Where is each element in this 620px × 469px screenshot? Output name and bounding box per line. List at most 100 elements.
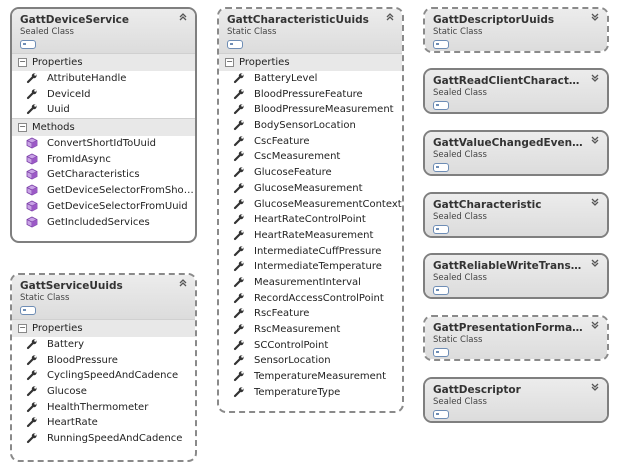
property-item[interactable]: BodySensorLocation: [219, 118, 402, 134]
inheritance-marker-icon: [433, 348, 449, 357]
expand-chevron-icon[interactable]: [589, 320, 601, 333]
method-item[interactable]: GetDeviceSelectorFromUuid: [12, 199, 195, 215]
property-item[interactable]: IntermediateCuffPressure: [219, 244, 402, 260]
member-name: HeartRateControlPoint: [254, 214, 366, 226]
property-wrench-icon: [233, 339, 245, 351]
expand-chevron-icon[interactable]: [589, 12, 601, 25]
collapse-chevron-icon[interactable]: [177, 12, 189, 25]
expand-chevron-icon[interactable]: [589, 258, 601, 271]
property-wrench-icon: [233, 135, 245, 147]
member-name: TemperatureType: [254, 386, 341, 398]
class-kind: Sealed Class: [433, 150, 487, 160]
property-wrench-icon: [233, 370, 245, 382]
class-kind: Static Class: [433, 27, 483, 37]
collapse-section-icon[interactable]: −: [18, 121, 27, 132]
class-name: GattReadClientCharacteristic...: [433, 75, 599, 87]
section-properties[interactable]: −Properties: [12, 53, 195, 71]
property-item[interactable]: CscMeasurement: [219, 149, 402, 165]
method-item[interactable]: GetDeviceSelectorFromShort...: [12, 183, 195, 199]
collapse-section-icon[interactable]: −: [225, 56, 234, 67]
property-item[interactable]: IntermediateTemperature: [219, 259, 402, 275]
property-item[interactable]: TemperatureMeasurement: [219, 369, 402, 385]
property-item[interactable]: BatteryLevel: [219, 71, 402, 87]
section-properties[interactable]: −Properties: [12, 319, 195, 337]
property-item[interactable]: HeartRateMeasurement: [219, 228, 402, 244]
collapse-section-icon[interactable]: −: [18, 56, 27, 67]
property-item[interactable]: Battery: [12, 337, 195, 353]
property-wrench-icon: [26, 401, 38, 413]
property-item[interactable]: GlucoseMeasurementContext: [219, 197, 402, 213]
member-name: BatteryLevel: [254, 73, 318, 84]
property-item[interactable]: SCControlPoint: [219, 338, 402, 354]
expand-chevron-icon[interactable]: [589, 197, 601, 210]
inheritance-marker-icon: [433, 410, 449, 419]
expand-chevron-icon[interactable]: [589, 135, 601, 148]
expand-chevron-icon[interactable]: [589, 73, 601, 86]
member-name: GlucoseMeasurement: [254, 182, 363, 194]
class-box-gattreadclientcharacteristic[interactable]: GattReadClientCharacteristic...Sealed Cl…: [423, 68, 609, 114]
property-item[interactable]: AttributeHandle: [12, 71, 195, 87]
inheritance-marker-icon: [433, 225, 449, 234]
method-item[interactable]: GetIncludedServices: [12, 215, 195, 231]
property-item[interactable]: CyclingSpeedAndCadence: [12, 368, 195, 384]
property-wrench-icon: [233, 198, 245, 210]
member-name: Uuid: [47, 104, 70, 116]
property-item[interactable]: SensorLocation: [219, 353, 402, 369]
property-item[interactable]: HeartRate: [12, 415, 195, 431]
property-item[interactable]: HealthThermometer: [12, 400, 195, 416]
collapse-chevron-icon[interactable]: [384, 12, 396, 25]
property-item[interactable]: RscMeasurement: [219, 322, 402, 338]
property-item[interactable]: CscFeature: [219, 134, 402, 150]
property-item[interactable]: TemperatureType: [219, 385, 402, 401]
property-item[interactable]: Glucose: [12, 384, 195, 400]
property-item[interactable]: GlucoseFeature: [219, 165, 402, 181]
property-item[interactable]: Uuid: [12, 102, 195, 118]
property-item[interactable]: HeartRateControlPoint: [219, 212, 402, 228]
member-name: GetCharacteristics: [47, 169, 140, 181]
property-item[interactable]: BloodPressure: [12, 353, 195, 369]
property-item[interactable]: RscFeature: [219, 306, 402, 322]
method-item[interactable]: FromIdAsync: [12, 152, 195, 168]
property-item[interactable]: BloodPressureMeasurement: [219, 102, 402, 118]
property-wrench-icon: [26, 354, 38, 366]
property-item[interactable]: GlucoseMeasurement: [219, 181, 402, 197]
collapse-chevron-icon[interactable]: [177, 278, 189, 291]
property-item[interactable]: RunningSpeedAndCadence: [12, 431, 195, 447]
member-name: BloodPressureFeature: [254, 88, 363, 100]
class-header[interactable]: GattReadClientCharacteristic...Sealed Cl…: [425, 70, 607, 112]
method-cube-icon: [26, 184, 38, 196]
property-item[interactable]: DeviceId: [12, 87, 195, 103]
property-item[interactable]: BloodPressureFeature: [219, 87, 402, 103]
member-name: MeasurementInterval: [254, 276, 361, 288]
property-wrench-icon: [233, 166, 245, 178]
section-properties[interactable]: −Properties: [219, 53, 402, 71]
member-name: AttributeHandle: [47, 73, 127, 84]
method-item[interactable]: GetCharacteristics: [12, 167, 195, 183]
property-item[interactable]: MeasurementInterval: [219, 275, 402, 291]
class-kind: Sealed Class: [433, 397, 487, 407]
collapse-section-icon[interactable]: −: [18, 322, 27, 333]
method-item[interactable]: ConvertShortIdToUuid: [12, 136, 195, 152]
property-wrench-icon: [233, 307, 245, 319]
expand-chevron-icon[interactable]: [589, 382, 601, 395]
property-item[interactable]: RecordAccessControlPoint: [219, 291, 402, 307]
section-methods[interactable]: −Methods: [12, 118, 195, 137]
